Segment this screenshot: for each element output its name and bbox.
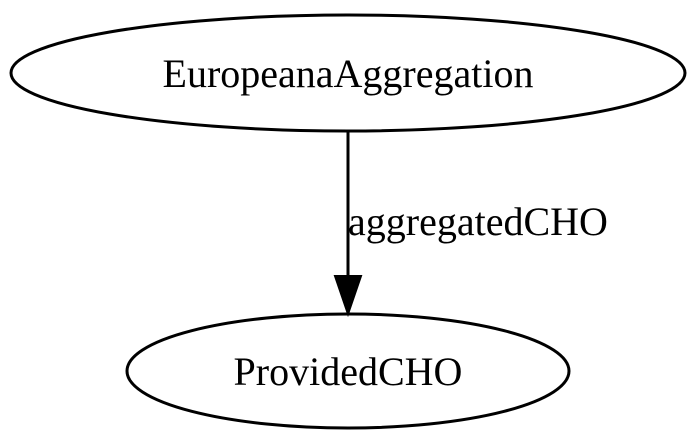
edge-arrowhead-icon [333,275,363,318]
edge-aggregated-cho: aggregatedCHO [333,131,608,318]
edge-aggregated-cho-label: aggregatedCHO [348,199,608,244]
node-provided-cho-shape [125,312,571,430]
node-europeana-aggregation: EuropeanaAggregation [9,13,687,133]
node-provided-cho-label: ProvidedCHO [234,349,463,394]
node-provided-cho: ProvidedCHO [125,312,571,430]
node-europeana-aggregation-label: EuropeanaAggregation [163,51,534,96]
